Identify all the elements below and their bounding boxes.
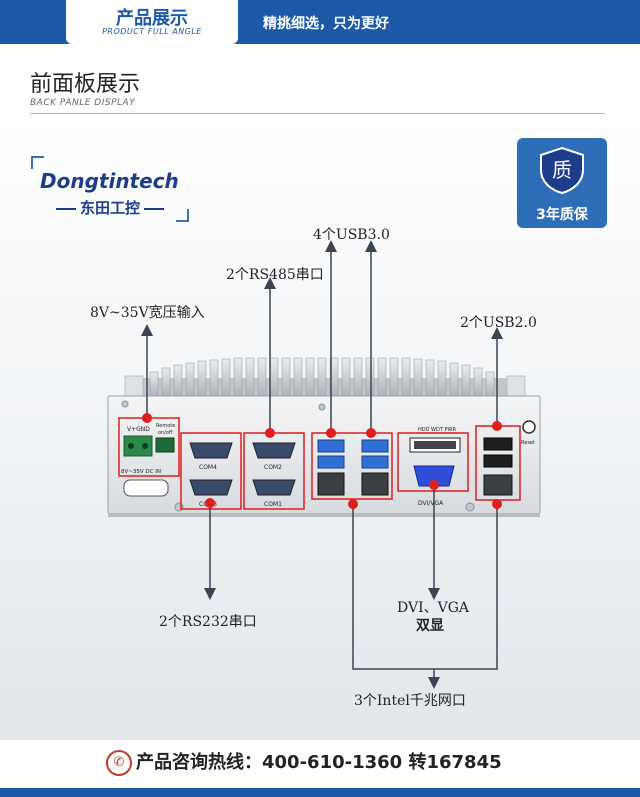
- reset-label: Reset: [521, 440, 535, 446]
- callout-lan: 3个Intel千兆网口: [354, 693, 466, 709]
- callout-power: 8V~35V宽压输入: [90, 305, 205, 321]
- phone-icon: ✆: [106, 750, 132, 776]
- red-markers: [142, 413, 502, 509]
- section-tab: 产品展示 PRODUCT FULL ANGLE: [66, 0, 238, 44]
- com4-label: COM4: [199, 464, 217, 471]
- top-banner: 产品展示 PRODUCT FULL ANGLE 精挑细选，只为更好: [0, 0, 640, 44]
- callout-rs485: 2个RS485串口: [226, 267, 324, 283]
- leader-lines: [141, 240, 503, 689]
- brand-logo: Dongtintech 东田工控: [30, 155, 190, 223]
- brand-cn: 东田工控: [30, 197, 190, 218]
- power-terminal: V+GND Remote on/off 8V~35V DC IN: [118, 417, 180, 497]
- callout-dual-display: 双显: [416, 618, 444, 634]
- slogan: 精挑细选，只为更好: [263, 16, 389, 32]
- warranty-badge: 质 3年质保: [517, 138, 607, 228]
- warranty-text: 3年质保: [536, 207, 588, 223]
- hotline-number: 400-610-1360: [262, 752, 403, 773]
- hotline-ext: 转167845: [408, 752, 502, 773]
- com-ports: COM4 COM3 COM2 COM1: [180, 432, 305, 510]
- hotline: ✆产品咨询热线：400-610-1360 转167845: [106, 748, 502, 776]
- shield-char: 质: [552, 158, 572, 182]
- section-subtitle: BACK PANLE DISPLAY: [30, 98, 136, 108]
- section-divider: [30, 113, 605, 114]
- tab-title: 产品展示: [116, 8, 188, 29]
- usb3-lan-ports: [311, 432, 393, 500]
- section-title: 前面板展示: [30, 72, 141, 97]
- tab-subtitle: PRODUCT FULL ANGLE: [102, 27, 202, 36]
- v-gnd-label: V+GND: [127, 426, 150, 433]
- bottom-banner: [0, 788, 640, 797]
- hotline-label: 产品咨询热线：: [136, 752, 262, 773]
- onoff-label: on/off: [158, 430, 173, 436]
- brand-en: Dongtintech: [40, 169, 179, 193]
- callout-usb2: 2个USB2.0: [460, 315, 537, 331]
- dvi-vga-label: DVI/VGA: [418, 500, 444, 507]
- remote-label: Remote: [156, 423, 175, 429]
- dvi-vga-ports: HDD WDT PWR DVI/VGA: [397, 427, 469, 507]
- callout-usb3: 4个USB3.0: [313, 227, 390, 243]
- callout-dvi-vga: DVI、VGA: [397, 600, 470, 616]
- com1-label: COM1: [264, 501, 282, 508]
- hdd-wdt-pwr-label: HDD WDT PWR: [418, 427, 456, 433]
- com2-label: COM2: [264, 464, 282, 471]
- callout-rs232: 2个RS232串口: [159, 614, 257, 630]
- shield-icon: 质: [540, 146, 584, 194]
- dc-in-label: 8V~35V DC IN: [121, 469, 161, 475]
- heatsink: [124, 357, 526, 399]
